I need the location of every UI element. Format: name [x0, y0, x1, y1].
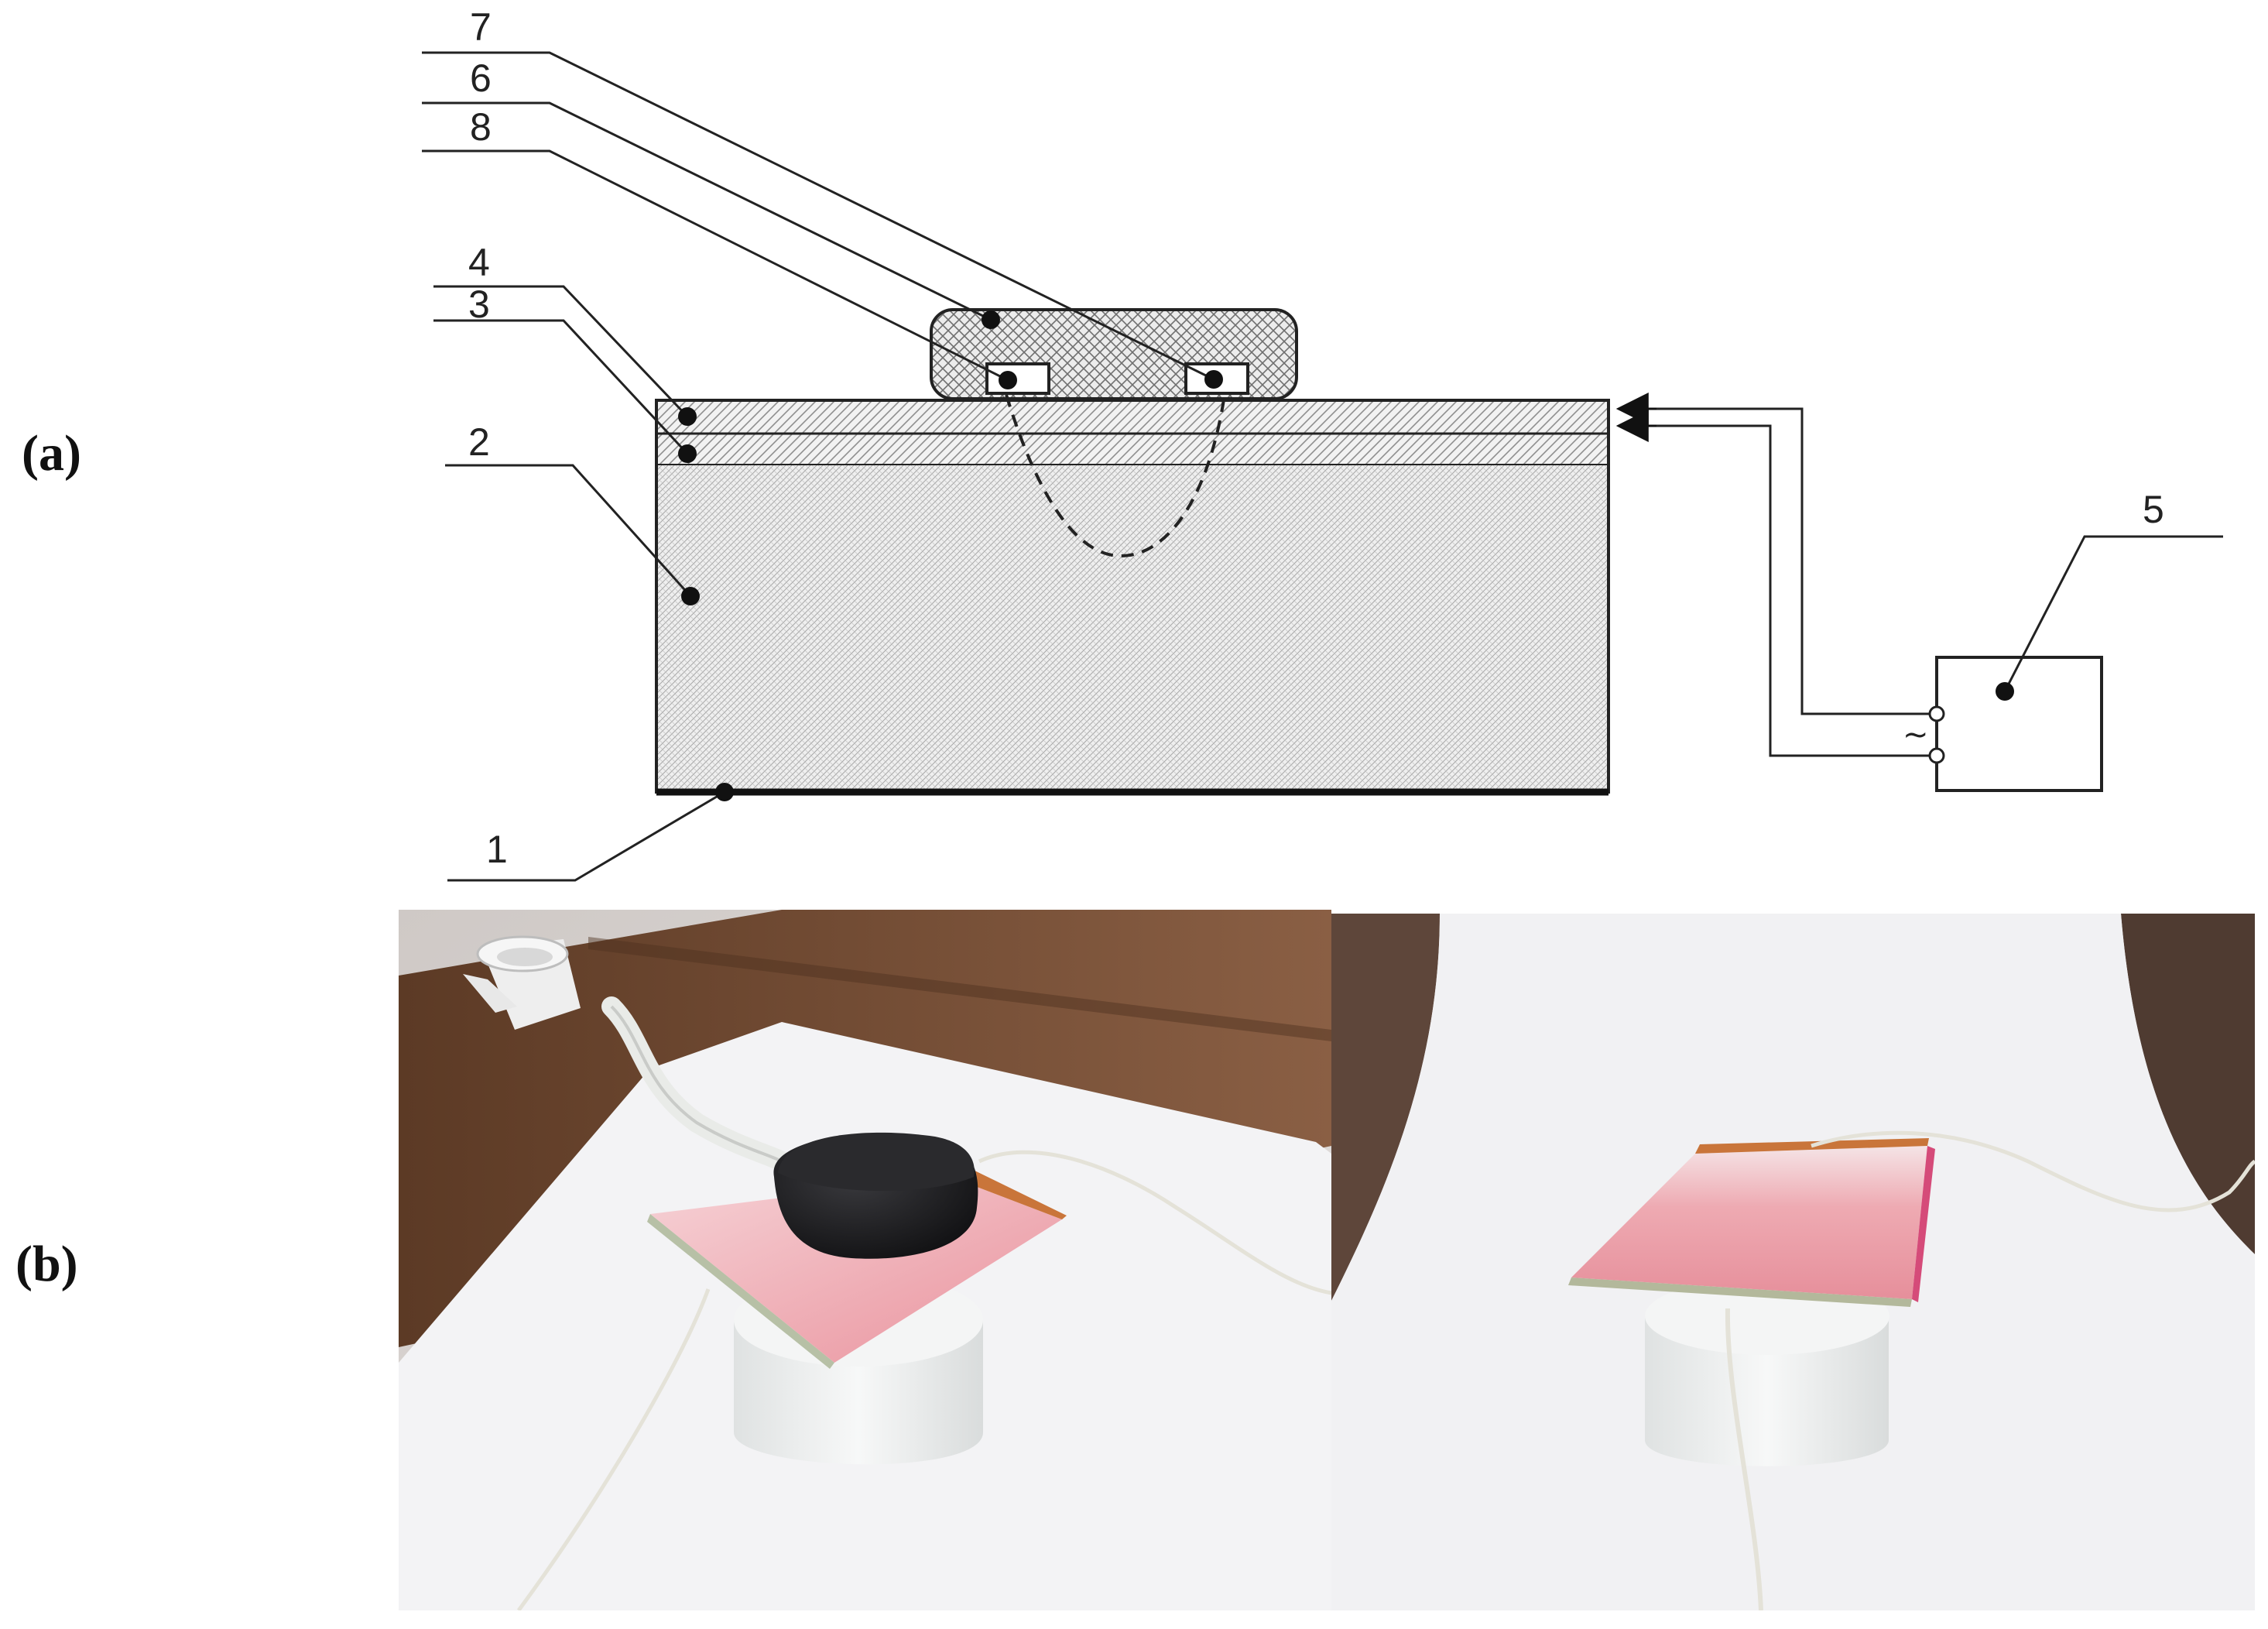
- callout-2: 2: [468, 420, 490, 464]
- callout-dots: [678, 310, 2014, 801]
- panel-label-b: (b): [15, 1236, 78, 1292]
- layer-4: [656, 400, 1608, 434]
- leader-5: [2003, 535, 2223, 692]
- leader-7: [422, 51, 1215, 381]
- callout-3: 3: [468, 283, 490, 326]
- leader-1: [447, 790, 725, 882]
- photo-left: [399, 910, 1331, 1610]
- leader-3: [433, 319, 689, 455]
- wire-top: [1619, 407, 1937, 715]
- panel-label-a: (a): [22, 425, 81, 482]
- leader-6: [422, 101, 992, 321]
- ac-source-5: [1935, 656, 2103, 792]
- field-line: [1005, 394, 1226, 558]
- callout-5: 5: [2143, 488, 2164, 531]
- wire-bottom: [1619, 424, 1937, 757]
- leader-8: [422, 149, 1009, 382]
- substrate-layer-2: [656, 465, 1608, 792]
- terminal-bottom: [1928, 747, 1945, 764]
- coil-element-8: [985, 362, 1050, 395]
- callout-6: 6: [470, 57, 492, 100]
- schematic-diagram: ~ 7 6 8 4 3 2 1 5: [422, 5, 2223, 882]
- callout-8: 8: [470, 105, 492, 149]
- callout-7: 7: [470, 5, 492, 49]
- leader-lines: [422, 51, 2223, 882]
- callout-4: 4: [468, 241, 490, 284]
- ac-symbol: ~: [1903, 717, 1929, 753]
- callout-1: 1: [486, 828, 508, 871]
- leader-4: [433, 285, 689, 418]
- terminal-top: [1928, 705, 1945, 722]
- leader-2: [445, 464, 692, 598]
- photo-right: [1331, 914, 2255, 1610]
- layer-3: [656, 434, 1608, 465]
